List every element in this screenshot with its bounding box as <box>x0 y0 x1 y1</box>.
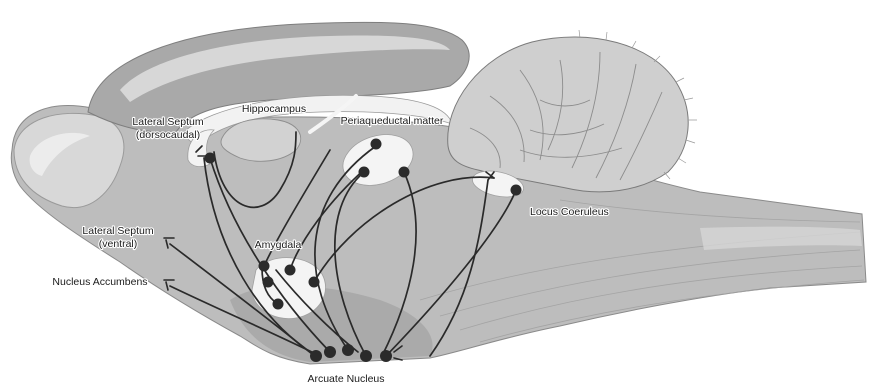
nucleus-lc <box>511 185 522 196</box>
label-lateral-septum-dorsocaudal-sub: (dorsocaudal) <box>136 129 200 141</box>
nucleus-arcuate-1 <box>310 350 322 362</box>
nucleus-pag-2 <box>359 167 370 178</box>
label-nucleus-accumbens: Nucleus Accumbens <box>52 276 147 288</box>
nucleus-arcuate-5 <box>380 350 392 362</box>
label-locus-coeruleus: Locus Coeruleus <box>530 206 609 218</box>
nucleus-amygdala-5 <box>273 299 284 310</box>
label-lateral-septum-ventral: Lateral Septum <box>82 225 153 237</box>
nucleus-arcuate-2 <box>324 346 336 358</box>
label-amygdala: Amygdala <box>255 239 302 251</box>
label-hippocampus: Hippocampus <box>242 103 306 115</box>
nucleus-amygdala-3 <box>309 277 320 288</box>
nucleus-amygdala-1 <box>259 261 270 272</box>
nucleus-pag-1 <box>371 139 382 150</box>
nucleus-amygdala-4 <box>263 277 274 288</box>
label-lateral-septum-ventral-sub: (ventral) <box>99 238 138 250</box>
nucleus-arcuate-4 <box>360 350 372 362</box>
label-periaqueductal: Periaqueductal matter <box>341 115 444 127</box>
label-arcuate-nucleus: Arcuate Nucleus <box>307 373 384 385</box>
nucleus-arcuate-3 <box>342 344 354 356</box>
nucleus-pag-3 <box>399 167 410 178</box>
nucleus-amygdala-2 <box>285 265 296 276</box>
brain-silhouette <box>11 22 866 364</box>
label-lateral-septum-dorsocaudal: Lateral Septum <box>132 116 203 128</box>
nucleus-septum-dorsal <box>205 153 216 164</box>
cerebellum <box>448 30 697 192</box>
